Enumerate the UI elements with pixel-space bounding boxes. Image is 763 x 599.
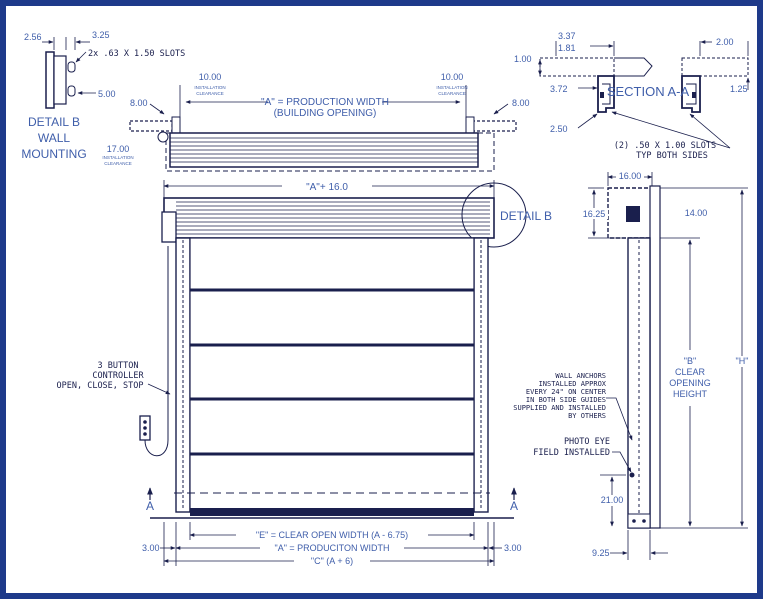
production-width-bottom: "A" = PRODUCITON WIDTH bbox=[275, 543, 390, 553]
anchors-line1: WALL ANCHORS bbox=[555, 372, 606, 380]
right-side-dim: 3.00 bbox=[504, 543, 522, 553]
slot-lower bbox=[67, 85, 76, 97]
section-mark-left: A bbox=[146, 499, 154, 513]
b-line1: CLEAR bbox=[675, 367, 706, 377]
left-bolt bbox=[600, 92, 604, 98]
left-side-dim: 3.00 bbox=[142, 543, 160, 553]
left-wall-section bbox=[539, 57, 615, 77]
right-wall-block bbox=[471, 120, 517, 132]
b-line2: OPENING bbox=[669, 378, 711, 388]
production-width-line1: "A" = PRODUCTION WIDTH bbox=[261, 97, 389, 108]
dim-1-25: 1.25 bbox=[730, 84, 748, 94]
section-mark-right: A bbox=[510, 499, 518, 513]
controller-line1: 3 BUTTON bbox=[98, 361, 139, 371]
dim-9-25: 9.25 bbox=[592, 548, 610, 558]
side-base bbox=[627, 513, 651, 529]
b-line3: HEIGHT bbox=[673, 389, 708, 399]
dim-16-00: 16.00 bbox=[619, 171, 642, 181]
clear-open-width: "E" = CLEAR OPEN WIDTH (A - 6.75) bbox=[256, 530, 408, 540]
dim-3-25: 3.25 bbox=[92, 30, 110, 40]
slots-line2: TYP BOTH SIDES bbox=[636, 151, 708, 161]
hood-ribs bbox=[176, 201, 490, 235]
controller-line2: CONTROLLER bbox=[92, 371, 144, 381]
left-clearance-label2: CLEARANCE bbox=[196, 91, 224, 96]
right-clearance-label1: INSTALLATION bbox=[436, 85, 467, 90]
left-wall-block bbox=[129, 120, 173, 132]
photo-eye-line1: PHOTO EYE bbox=[564, 437, 610, 447]
left-17-dim: 17.00 bbox=[107, 144, 130, 154]
anchors-line2: INSTALLED APPROX bbox=[539, 380, 607, 388]
detail-b-title-line3: MOUNTING bbox=[21, 147, 86, 161]
side-elevation: 16.00 16.25 14.00 "B" CLEAR OPENING HEIG… bbox=[513, 170, 754, 560]
dim-5-00: 5.00 bbox=[98, 89, 116, 99]
detail-b-title-line2: WALL bbox=[38, 131, 71, 145]
right-wall-section bbox=[681, 57, 749, 77]
dim-3-72: 3.72 bbox=[550, 84, 568, 94]
left-mount bbox=[171, 116, 181, 134]
side-wall bbox=[649, 185, 661, 529]
break-line bbox=[614, 57, 653, 77]
left-17-label1: INSTALLATION bbox=[102, 155, 133, 160]
housing-ribs bbox=[170, 137, 478, 163]
anchors-line4: IN BOTH SIDE GUIDES bbox=[526, 396, 606, 404]
dim-2-56: 2.56 bbox=[24, 32, 42, 42]
controller-line3: OPEN, CLOSE, STOP bbox=[57, 381, 144, 391]
anchors-line6: BY OTHERS bbox=[568, 412, 606, 420]
top-plan-view: 10.00 INSTALLATION CLEARANCE 10.00 INSTA… bbox=[102, 72, 530, 172]
photo-eye-dot bbox=[629, 472, 635, 478]
dim-2-00: 2.00 bbox=[716, 37, 734, 47]
curtain bbox=[174, 237, 490, 513]
dim-3-37: 3.37 bbox=[558, 31, 576, 41]
motor-unit bbox=[161, 211, 177, 243]
left-17-label2: CLEARANCE bbox=[104, 161, 132, 166]
h-label: "H" bbox=[736, 356, 749, 366]
motor-end bbox=[157, 131, 169, 143]
slots-line1: (2) .50 X 1.00 SLOTS bbox=[614, 141, 716, 151]
anchors-line3: EVERY 24" ON CENTER bbox=[526, 388, 607, 396]
right-bolt bbox=[692, 92, 696, 98]
side-guide bbox=[627, 237, 651, 529]
overall-c: "C" (A + 6) bbox=[311, 556, 353, 566]
production-width-line2: (BUILDING OPENING) bbox=[274, 108, 377, 119]
side-motor bbox=[626, 206, 640, 222]
overall-width-dim: "A"+ 16.0 bbox=[306, 182, 348, 193]
left-clearance-label1: INSTALLATION bbox=[194, 85, 225, 90]
dim-2-50: 2.50 bbox=[550, 124, 568, 134]
dim-14-00: 14.00 bbox=[685, 208, 708, 218]
slots-note: 2x .63 X 1.50 SLOTS bbox=[88, 49, 185, 59]
dim-1-00: 1.00 bbox=[514, 54, 532, 64]
right-clearance-dim: 10.00 bbox=[441, 72, 464, 82]
front-elevation: "A"+ 16.0 DETAIL B A bbox=[57, 180, 552, 567]
detail-b-wall-mounting: 2.56 3.25 2x .63 X 1.50 SLOTS 5.00 DETAI… bbox=[21, 30, 185, 161]
left-guide-inner bbox=[602, 83, 611, 105]
section-a-a-title: SECTION A-A bbox=[607, 84, 690, 99]
dim-1-81: 1.81 bbox=[558, 43, 576, 53]
right-clearance-label2: CLEARANCE bbox=[438, 91, 466, 96]
dim-21-00: 21.00 bbox=[601, 495, 624, 505]
detail-b-circle bbox=[461, 182, 527, 248]
left-clearance-dim: 10.00 bbox=[199, 72, 222, 82]
slot-upper bbox=[67, 61, 76, 73]
detail-b-title-line1: DETAIL B bbox=[28, 115, 80, 129]
right-mount bbox=[465, 116, 475, 134]
b-label: "B" bbox=[684, 356, 696, 366]
photo-eye-line2: FIELD INSTALLED bbox=[533, 448, 610, 458]
bottom-bar bbox=[190, 508, 474, 516]
clearance-envelope bbox=[165, 132, 495, 172]
right-8-dim: 8.00 bbox=[512, 98, 530, 108]
left-8-dim: 8.00 bbox=[130, 98, 148, 108]
detail-b-callout: DETAIL B bbox=[500, 209, 552, 223]
anchors-line5: SUPPLIED AND INSTALLED bbox=[513, 404, 606, 412]
wall-bracket bbox=[45, 51, 55, 109]
section-a-a: 3.37 1.81 1.00 2.00 SECTION A-A 3.72 1.2… bbox=[514, 31, 750, 161]
dim-16-25: 16.25 bbox=[583, 209, 606, 219]
controller-cable bbox=[144, 246, 169, 457]
mounting-plate bbox=[53, 55, 67, 105]
